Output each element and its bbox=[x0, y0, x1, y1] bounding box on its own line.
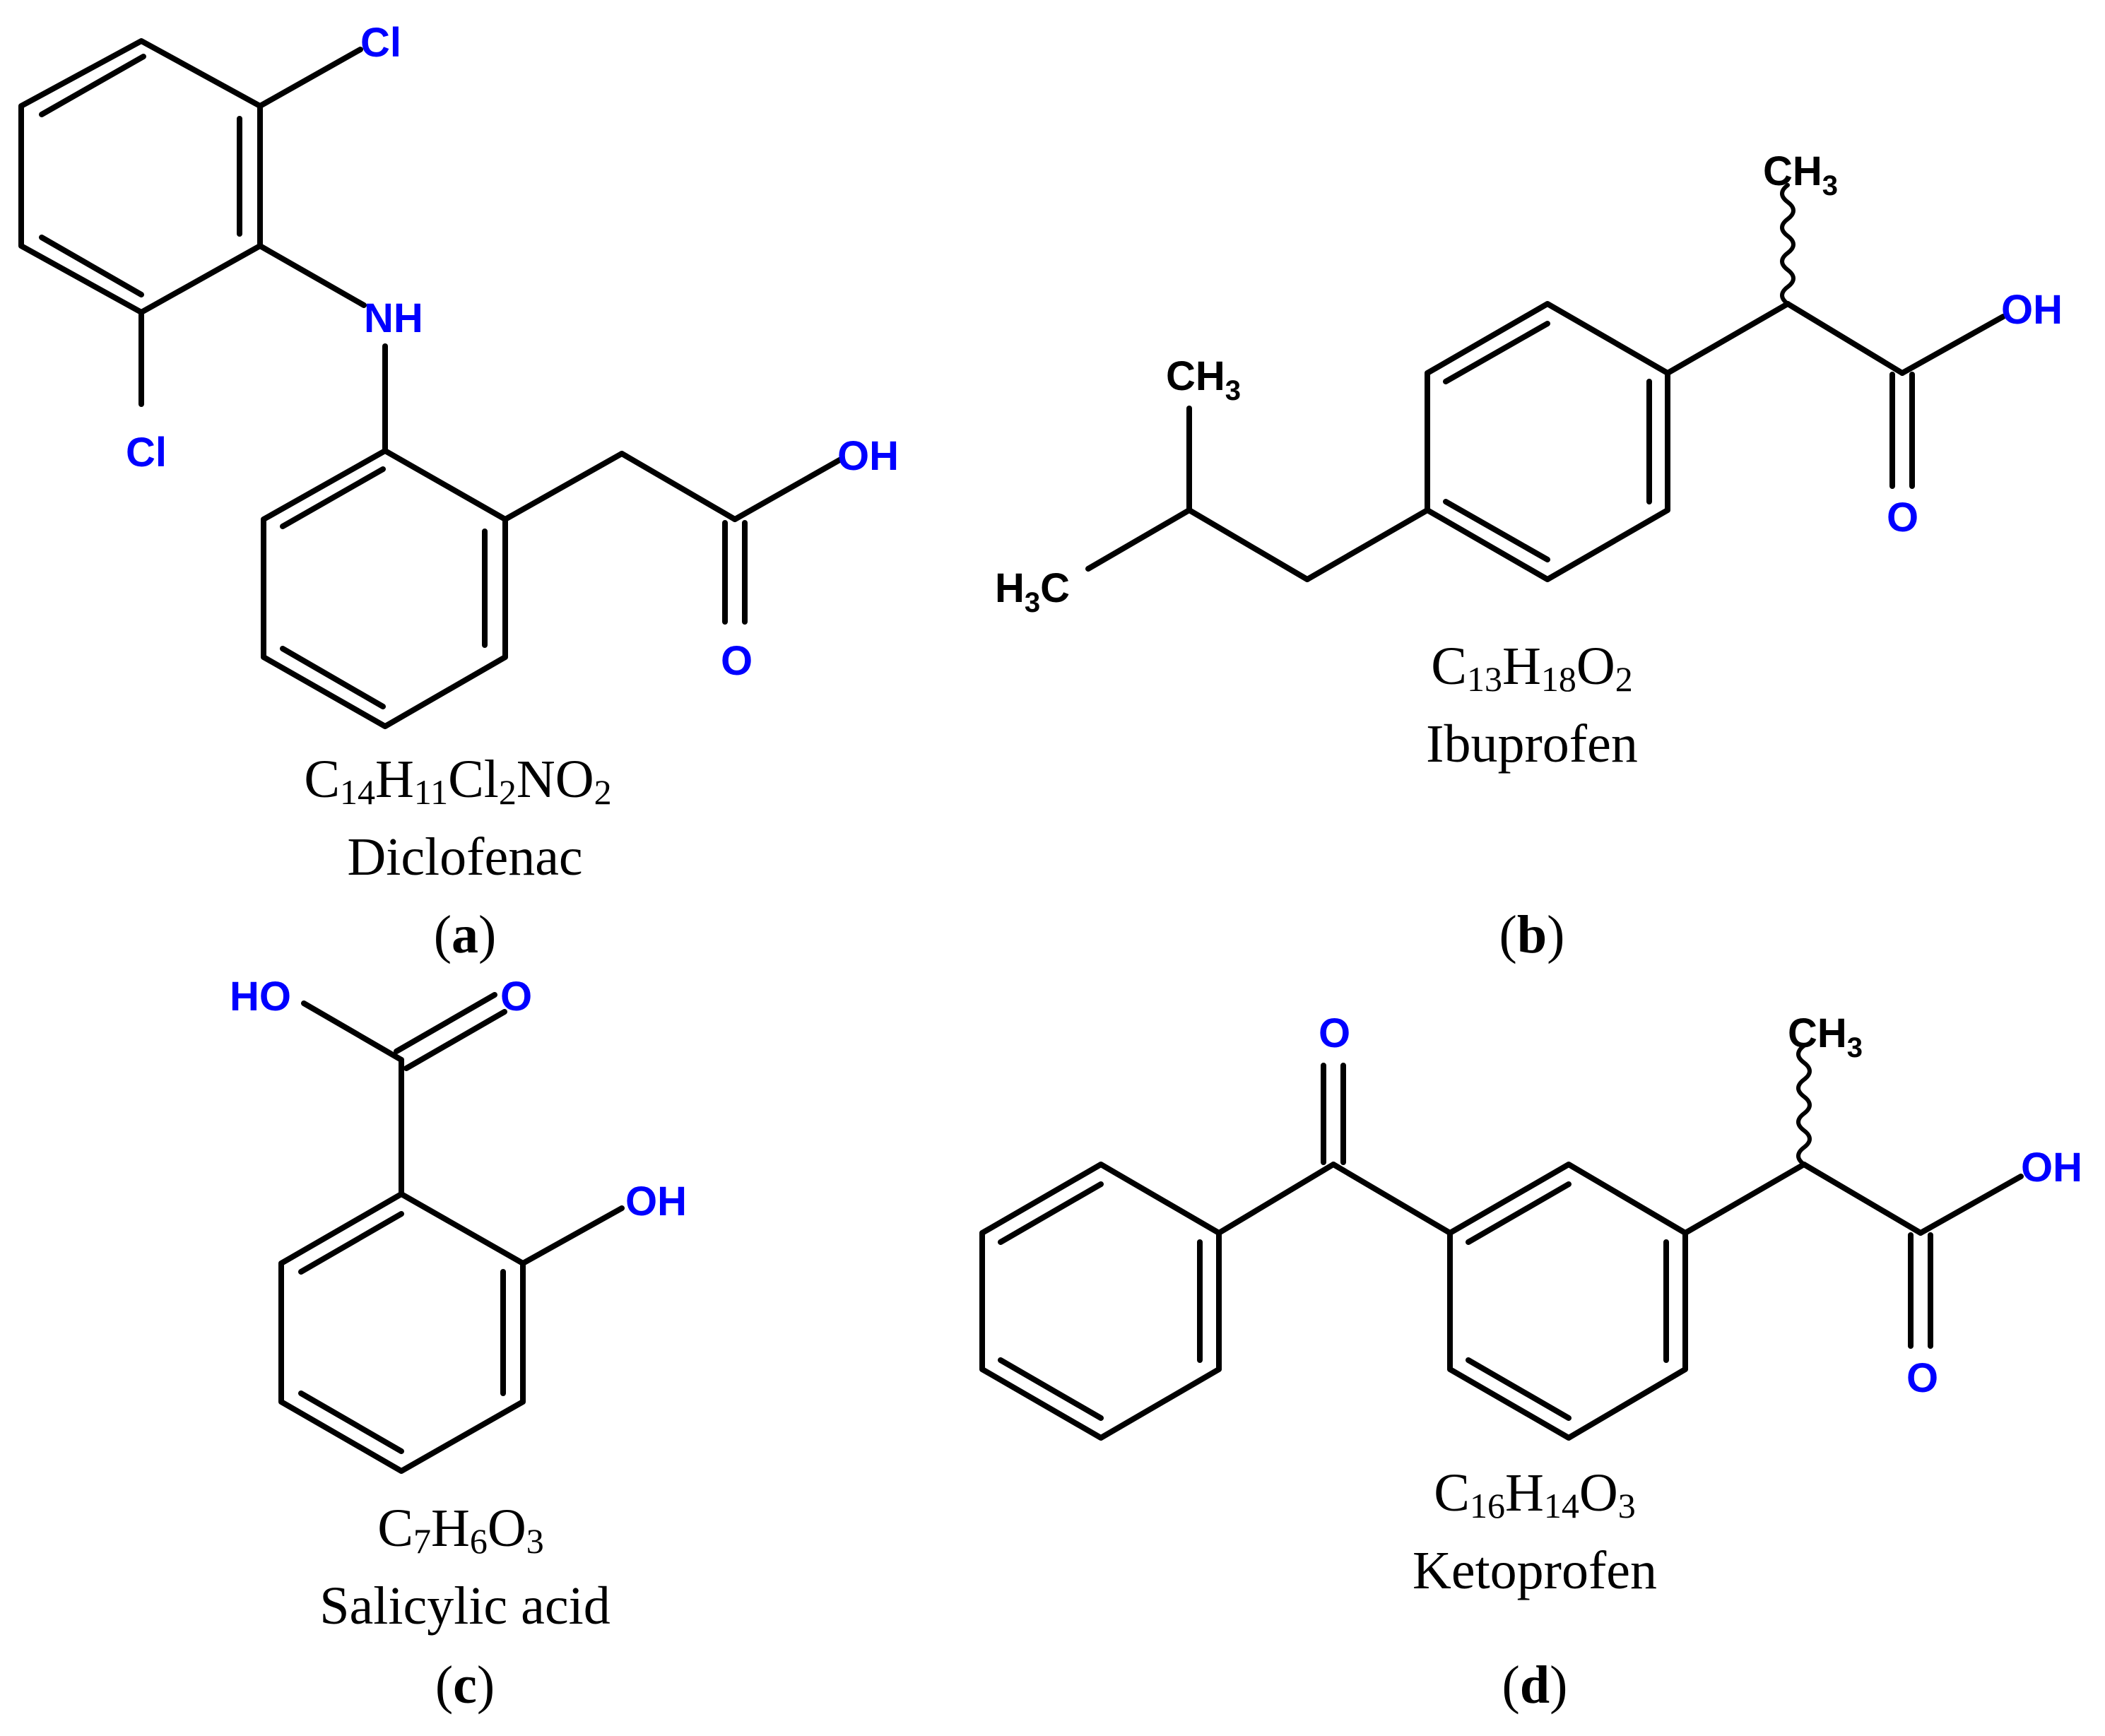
formula-element: H bbox=[431, 1499, 470, 1558]
formula-subscript: 16 bbox=[1470, 1486, 1505, 1525]
salicylic-acid-structure: HO O OH C7H6O3 Salicylic acid (c) bbox=[230, 974, 687, 1715]
wavy-bond bbox=[1796, 1044, 1812, 1167]
compound-name: Salicylic acid bbox=[319, 1576, 611, 1636]
bond-c-oh bbox=[1918, 1174, 2024, 1236]
formula-element: C bbox=[1434, 1463, 1470, 1523]
ring-double-bonds bbox=[298, 1211, 506, 1454]
wavy-bond bbox=[1780, 183, 1796, 306]
formula: C16H14O3 bbox=[1434, 1463, 1635, 1525]
ketoprofen-structure: O CH3 OH O C16H14O3 Ketoprofen (d) bbox=[979, 1010, 2082, 1715]
formula-element: C bbox=[377, 1499, 413, 1558]
upper-ring-double-bonds bbox=[39, 54, 242, 297]
left-ring-bonds bbox=[979, 1162, 1222, 1441]
bond-c-oh bbox=[1899, 314, 2006, 376]
ibuprofen-structure: CH3 CH3 H3C OH O C13H18O2 Ibuprofen (b) bbox=[995, 148, 2063, 964]
ch3-iso-label: CH3 bbox=[1166, 353, 1241, 406]
bond-cl-top bbox=[257, 47, 363, 109]
o-keto-atom: O bbox=[1319, 1010, 1350, 1056]
ring-double-bonds bbox=[1443, 321, 1652, 562]
bond-c-o-double bbox=[1321, 1063, 1346, 1165]
formula-subscript: 11 bbox=[414, 772, 448, 812]
formula-subscript: 18 bbox=[1541, 659, 1576, 699]
cl-atom-top: Cl bbox=[360, 20, 401, 66]
ch3-top-label: CH3 bbox=[1763, 148, 1838, 201]
bond-ch-cooh bbox=[1785, 301, 1905, 376]
formula-element: H bbox=[1505, 1463, 1544, 1523]
formula-subscript: 7 bbox=[413, 1521, 431, 1561]
formula-element: H bbox=[1502, 637, 1541, 696]
formula-subscript: 14 bbox=[1544, 1486, 1579, 1525]
panel-label-d: (d) bbox=[1502, 1655, 1568, 1715]
bond-ring-ch bbox=[1665, 301, 1791, 376]
bond-ring-n bbox=[257, 243, 367, 308]
bond-ring-oh bbox=[520, 1205, 625, 1266]
o-atom: O bbox=[721, 638, 753, 684]
bond-co-ring bbox=[1331, 1162, 1453, 1236]
compound-name: Ibuprofen bbox=[1426, 714, 1638, 774]
formula-subscript: 2 bbox=[594, 772, 612, 812]
bond-c-o-double bbox=[1908, 1232, 1933, 1349]
ring-bonds bbox=[278, 1191, 526, 1474]
formula-subscript: 2 bbox=[1615, 659, 1633, 699]
bond-c-o-double bbox=[1889, 372, 1915, 489]
oh-atom: OH bbox=[625, 1179, 687, 1224]
o-atom: O bbox=[500, 974, 532, 1020]
compound-name: Diclofenac bbox=[347, 827, 582, 887]
formula-element: O bbox=[488, 1499, 526, 1558]
o-atom: O bbox=[1887, 495, 1918, 541]
formula-subscript: 3 bbox=[1618, 1486, 1636, 1525]
diclofenac-structure: Cl Cl NH OH O C14H11Cl2NO2 Diclofenac (a… bbox=[18, 20, 899, 964]
upper-ring-bonds bbox=[18, 38, 263, 315]
formula-subscript: 2 bbox=[499, 772, 517, 812]
bond-c-o-double bbox=[394, 992, 507, 1071]
bond-ch2-ch bbox=[1186, 507, 1310, 582]
bond-c-ho bbox=[301, 1000, 404, 1063]
formula: C13H18O2 bbox=[1431, 637, 1632, 699]
formula-element: O bbox=[1576, 637, 1615, 696]
bond-c-o-double bbox=[722, 520, 748, 625]
cl-atom-bottom: Cl bbox=[126, 430, 167, 476]
bond-ring-co bbox=[1216, 1162, 1336, 1236]
nh-atom: NH bbox=[364, 295, 423, 341]
compound-name: Ketoprofen bbox=[1413, 1541, 1657, 1600]
oh-atom: OH bbox=[2001, 287, 2063, 333]
ho-atom: HO bbox=[230, 974, 291, 1020]
panel-label-a: (a) bbox=[434, 905, 497, 964]
formula-element: O bbox=[1579, 1463, 1618, 1523]
formula-element: C bbox=[1431, 637, 1467, 696]
formula-element: Cl bbox=[448, 750, 499, 809]
formula-element: C bbox=[304, 750, 340, 809]
h3c-label: H3C bbox=[995, 565, 1070, 618]
bond-ch2 bbox=[502, 451, 625, 522]
formula-subscript: 13 bbox=[1467, 659, 1502, 699]
formula-element: H bbox=[375, 750, 414, 809]
formula-subscript: 6 bbox=[470, 1521, 488, 1561]
lower-ring-double-bonds bbox=[280, 466, 488, 709]
right-ring-double-bonds bbox=[1466, 1181, 1669, 1421]
lower-ring-bonds bbox=[261, 448, 508, 729]
bond-ring-ch2 bbox=[1304, 507, 1430, 582]
formula: C7H6O3 bbox=[377, 1499, 543, 1561]
bond-ring-ch bbox=[1682, 1162, 1807, 1236]
bond-ch2-c bbox=[619, 451, 738, 522]
formula-subscript: 3 bbox=[526, 1521, 544, 1561]
oh-atom: OH bbox=[2021, 1145, 2082, 1191]
right-ring-bonds bbox=[1447, 1162, 1688, 1441]
ring-bonds bbox=[1425, 301, 1670, 582]
formula: C14H11Cl2NO2 bbox=[304, 750, 611, 812]
o-atom: O bbox=[1906, 1355, 1938, 1401]
left-ring-double-bonds bbox=[998, 1181, 1203, 1421]
panel-label-c: (c) bbox=[435, 1655, 495, 1715]
bond-c-oh bbox=[732, 456, 844, 522]
bond-ch-cooh bbox=[1801, 1162, 1923, 1236]
oh-atom: OH bbox=[837, 433, 899, 479]
ch3-label: CH3 bbox=[1788, 1010, 1863, 1063]
formula-subscript: 14 bbox=[340, 772, 375, 812]
panel-label-b: (b) bbox=[1499, 905, 1565, 964]
formula-element: NO bbox=[517, 750, 594, 809]
bond-ch-ch3-left bbox=[1085, 507, 1192, 572]
